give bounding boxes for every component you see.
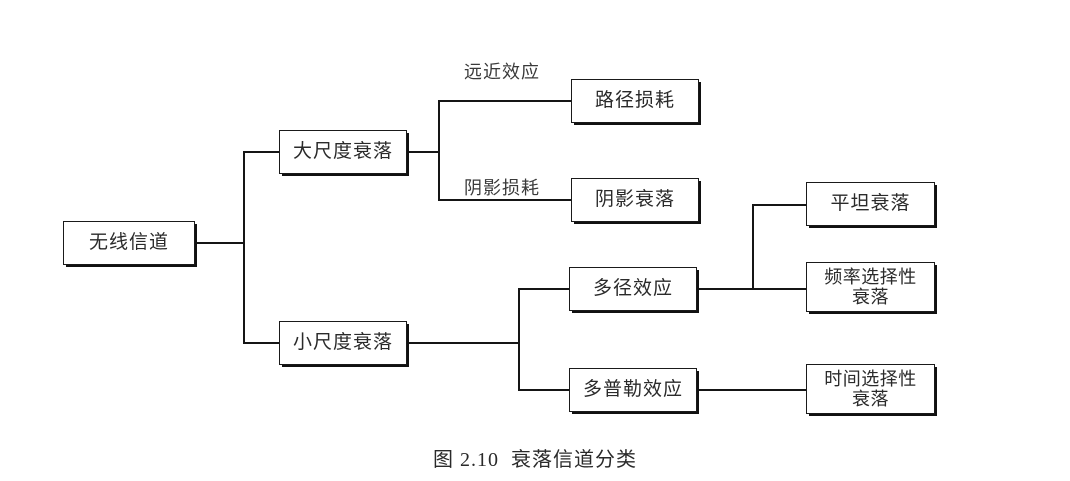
connector-small-scale-split [518,288,521,391]
connector-multipath-split [752,204,755,290]
node-small-scale-fading[interactable]: 小尺度衰落 [279,321,407,365]
node-shadow-fading[interactable]: 阴影衰落 [571,178,699,222]
node-multipath-effect-label: 多径效应 [592,278,673,300]
node-frequency-selective-fading-label-line2: 衰落 [852,287,889,307]
node-wireless-channel-label: 无线信道 [88,232,169,254]
node-time-selective-fading-label-line2: 衰落 [852,389,889,409]
node-time-selective-fading-label-line1: 时间选择性 [824,368,917,389]
connector-large-scale-stem [407,151,440,154]
connector-root-to-trunk [195,242,245,245]
edge-label-shadow-loss: 阴影损耗 [464,178,540,198]
connector-to-path-loss [438,100,571,103]
node-large-scale-fading-label: 大尺度衰落 [292,141,393,163]
node-flat-fading-label: 平坦衰落 [830,193,911,215]
connector-large-scale-split [438,101,441,201]
node-path-loss-label: 路径损耗 [594,90,675,112]
node-time-selective-fading[interactable]: 时间选择性 衰落 [806,364,935,414]
edge-label-near-far-effect: 远近效应 [464,62,540,82]
connector-trunk-to-small-scale [243,342,280,345]
figure-caption: 图 2.10 衰落信道分类 [433,449,637,471]
node-small-scale-fading-label: 小尺度衰落 [292,332,393,354]
node-doppler-effect[interactable]: 多普勒效应 [569,368,697,412]
connector-trunk-to-large-scale [243,151,280,154]
connector-to-time-selective [697,389,807,392]
node-frequency-selective-fading-label-line1: 频率选择性 [824,266,917,287]
node-doppler-effect-label: 多普勒效应 [582,379,683,401]
connector-small-scale-stem [407,342,520,345]
connector-to-multipath [518,288,570,291]
node-wireless-channel[interactable]: 无线信道 [63,221,195,265]
node-shadow-fading-label: 阴影衰落 [594,189,675,211]
node-multipath-effect[interactable]: 多径效应 [569,267,697,311]
connector-to-doppler [518,389,570,392]
connector-trunk-vertical [243,152,246,344]
node-frequency-selective-fading[interactable]: 频率选择性 衰落 [806,262,935,312]
node-large-scale-fading[interactable]: 大尺度衰落 [279,130,407,174]
node-flat-fading[interactable]: 平坦衰落 [806,182,935,226]
node-path-loss[interactable]: 路径损耗 [571,79,699,123]
connector-to-flat-fading [752,204,807,207]
connector-to-shadow-fading [438,199,571,202]
